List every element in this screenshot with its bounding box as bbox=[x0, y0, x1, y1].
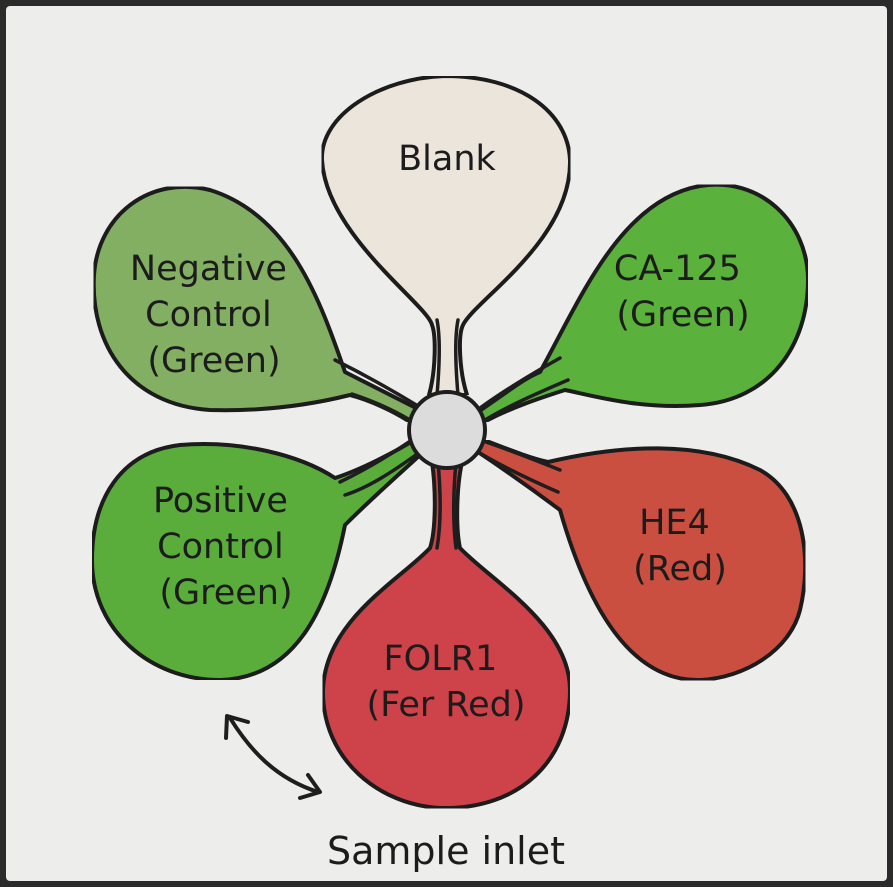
petal-folr1-label: FOLR1 (Fer Red) bbox=[366, 639, 525, 725]
channel-ca125-lower bbox=[483, 378, 570, 422]
channel-negative-upper bbox=[333, 358, 420, 408]
channel-blank-right bbox=[454, 318, 460, 397]
channel-positive-lower bbox=[343, 450, 422, 497]
petal-ca125: CA-125 (Green) bbox=[476, 182, 810, 424]
petal-ca125-shape bbox=[476, 182, 810, 424]
channel-blank-left bbox=[435, 318, 441, 397]
sample-inlet-label: Sample inlet bbox=[327, 829, 565, 873]
petal-negative-control-shape bbox=[91, 184, 418, 424]
petal-positive-control-shape bbox=[90, 438, 422, 682]
channel-negative-lower bbox=[350, 392, 412, 422]
channel-folr1-left bbox=[435, 460, 442, 550]
channel-positive-upper bbox=[338, 438, 414, 484]
petal-he4: HE4 (Red) bbox=[476, 438, 808, 683]
channel-folr1-right bbox=[452, 460, 458, 550]
inlet-arrow-head-bottom bbox=[298, 773, 322, 800]
channel-he4-lower bbox=[476, 450, 560, 494]
petal-blank: Blank bbox=[319, 74, 573, 397]
petal-he4-shape bbox=[476, 438, 808, 683]
petal-positive-control-label: Positive Control (Green) bbox=[153, 481, 299, 613]
petal-ca125-label: CA-125 (Green) bbox=[614, 249, 752, 335]
channel-he4-upper bbox=[484, 440, 562, 472]
channel-ca125-upper bbox=[478, 356, 562, 410]
petal-blank-label: Blank bbox=[398, 139, 496, 179]
petal-negative-control-label: Negative Control (Green) bbox=[130, 249, 298, 381]
double-arrow-icon bbox=[224, 714, 322, 800]
petal-negative-control: Negative Control (Green) bbox=[91, 184, 420, 424]
inlet-arrow-head-top bbox=[224, 714, 250, 740]
petal-group: Blank CA-125 (Green) HE4 (Red) bbox=[90, 74, 810, 811]
petal-blank-shape bbox=[319, 74, 573, 397]
petal-folr1-shape bbox=[320, 460, 572, 811]
petal-he4-label: HE4 (Red) bbox=[633, 503, 727, 589]
central-hub bbox=[407, 390, 487, 470]
inlet-arrow-shaft bbox=[228, 716, 320, 794]
petal-folr1: FOLR1 (Fer Red) bbox=[320, 460, 572, 811]
petal-positive-control: Positive Control (Green) bbox=[90, 438, 422, 682]
